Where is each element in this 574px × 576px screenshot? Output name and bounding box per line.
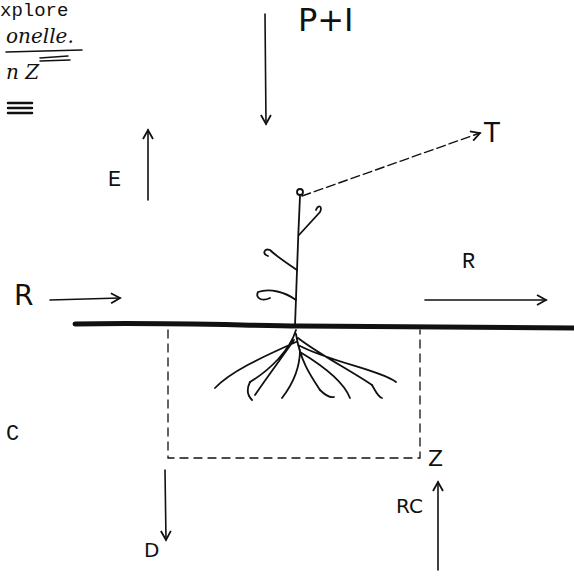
ground-line <box>75 323 574 328</box>
runoff-arrow <box>425 299 546 301</box>
flux-label: R <box>462 252 475 274</box>
root-zone-outline <box>168 330 420 458</box>
underline <box>6 50 82 52</box>
evaporation-arrow <box>147 130 149 200</box>
flux-label: D <box>144 540 159 560</box>
margin-letter: C <box>6 424 19 446</box>
flux-label: T <box>484 120 500 146</box>
flux-label: P+I <box>298 4 354 36</box>
flux-label: R <box>14 282 33 310</box>
drainage-arrow <box>165 470 166 540</box>
precipitation-arrow <box>265 14 266 124</box>
runon-arrow <box>50 298 120 300</box>
transpiration-arrow <box>302 133 480 196</box>
handwritten-note: n Z <box>6 62 39 82</box>
plant-drawing <box>215 189 396 400</box>
cut-heading: xplore <box>0 2 68 21</box>
capillary-rise-arrow <box>437 482 439 570</box>
handwritten-note: onelle. <box>6 26 74 46</box>
scribble-mark <box>8 103 32 113</box>
flux-label: RC <box>396 496 423 516</box>
flux-label: E <box>108 170 121 192</box>
strikeout <box>40 56 70 61</box>
depth-label: Z <box>428 448 443 470</box>
